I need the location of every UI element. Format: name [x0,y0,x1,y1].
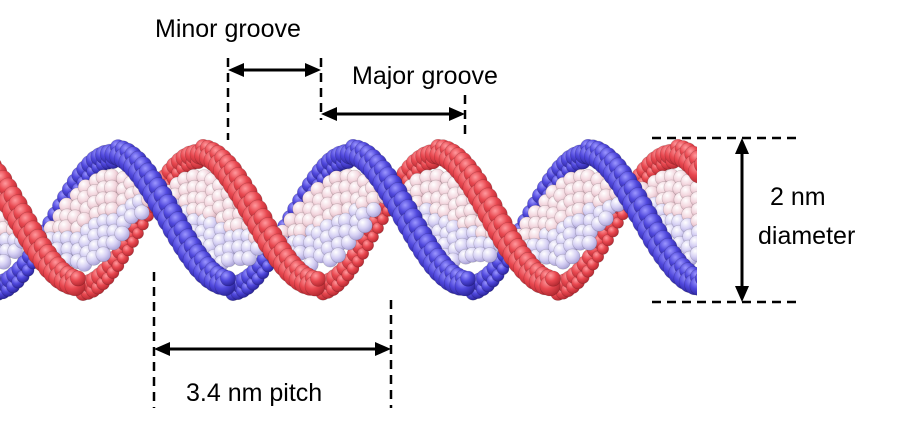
strand-red-atom [545,271,560,286]
base-pair-atom [482,248,497,263]
strand-blue-atom [690,276,710,296]
base-pair-atom [565,249,580,264]
base-pair-atom [357,218,372,233]
diameter-word-label: diameter [758,222,855,250]
strand-blue-atom [220,271,235,286]
major-groove-dimension: Major groove [321,62,498,140]
strand-red-atom [694,156,712,174]
pitch-dimension: 3.4 nm pitch [154,272,391,408]
dna-double-helix-icon [0,139,712,300]
diameter-value-label: 2 nm [770,183,826,211]
strand-red-atom [70,271,85,286]
strand-blue-atom [460,271,475,286]
base-pair-atom [691,214,706,229]
base-pair-atom [690,181,705,196]
major-groove-label: Major groove [352,62,498,90]
minor-groove-label: Minor groove [155,15,301,43]
strand-red-atom [688,160,711,183]
base-pair-atom [690,192,705,207]
strand-red-atom [310,271,325,286]
base-pair-atom [366,202,381,217]
minor-groove-dimension: Minor groove [155,15,321,140]
pitch-label: 3.4 nm pitch [186,379,322,407]
base-pair-atom [331,248,346,263]
base-pair-atom [96,247,111,262]
strand-blue-atom [695,271,710,286]
base-pair-atom [115,226,130,241]
base-pair-atom [690,247,705,262]
base-pair-atom [582,235,597,250]
base-pair-atom [599,211,614,226]
